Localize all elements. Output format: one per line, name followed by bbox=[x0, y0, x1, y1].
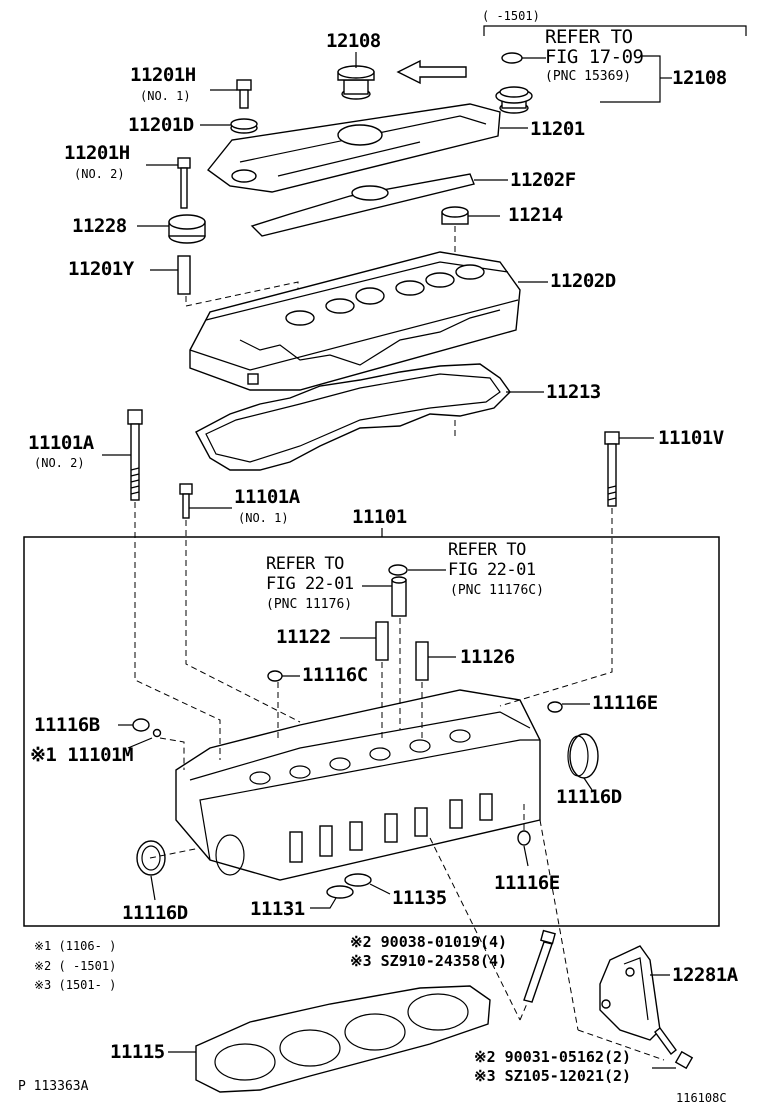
label-11213[interactable]: 11213 bbox=[546, 381, 601, 403]
label-sz910-24358[interactable]: ※3 SZ910-24358(4) bbox=[350, 952, 508, 970]
label-11101m[interactable]: ※1 11101M bbox=[30, 744, 133, 766]
label-11214[interactable]: 11214 bbox=[508, 204, 563, 226]
label-11201d[interactable]: 11201D bbox=[128, 114, 194, 136]
label-refer-to-3: REFER TO bbox=[448, 540, 526, 560]
note-1: ※1 (1106- ) bbox=[34, 939, 117, 953]
label-11201h-no1[interactable]: 11201H bbox=[130, 64, 196, 86]
oil-filler-cap-right bbox=[495, 86, 533, 114]
label-11201[interactable]: 11201 bbox=[530, 118, 585, 140]
seal-11176c bbox=[388, 564, 408, 576]
pin-11122 bbox=[375, 621, 389, 661]
label-fig-22-01-a[interactable]: FIG 22-01 bbox=[266, 574, 354, 594]
label-refer-to-2: REFER TO bbox=[266, 554, 344, 574]
plug-11116c bbox=[267, 670, 283, 682]
plug-11116e-bottom bbox=[517, 830, 531, 846]
nozzle-holder-11176 bbox=[391, 576, 407, 617]
label-11116e-top[interactable]: 11116E bbox=[592, 692, 658, 714]
bolt-11101a-no2 bbox=[127, 409, 143, 501]
label-11202d[interactable]: 11202D bbox=[550, 270, 616, 292]
label-no1-b: (NO. 1) bbox=[238, 511, 289, 525]
note-2: ※2 ( -1501) bbox=[34, 959, 117, 973]
label-12281a[interactable]: 12281A bbox=[672, 964, 738, 986]
label-pnc-15369: (PNC 15369) bbox=[545, 69, 632, 84]
cylinder-head bbox=[175, 689, 541, 881]
seals-11131-11135 bbox=[326, 873, 372, 899]
label-11135[interactable]: 11135 bbox=[392, 887, 447, 909]
label-11101v[interactable]: 11101V bbox=[658, 427, 724, 449]
cylinder-head-cover bbox=[206, 103, 501, 193]
direction-arrow bbox=[396, 59, 467, 85]
label-12108-right[interactable]: 12108 bbox=[672, 67, 727, 89]
label-refer-to-1: REFER TO bbox=[545, 26, 633, 48]
note-3: ※3 (1501- ) bbox=[34, 978, 117, 992]
sleeve-11201y bbox=[177, 255, 191, 295]
label-11116d-right[interactable]: 11116D bbox=[556, 786, 622, 808]
label-pnc-11176c: (PNC 11176C) bbox=[450, 583, 544, 598]
label-11122[interactable]: 11122 bbox=[276, 626, 331, 648]
label-no1-a: (NO. 1) bbox=[140, 89, 191, 103]
grommet-11228 bbox=[168, 214, 206, 244]
grommet-11214 bbox=[441, 206, 469, 225]
label-11115[interactable]: 11115 bbox=[110, 1041, 165, 1063]
label-11201h-no2[interactable]: 11201H bbox=[64, 142, 130, 164]
label-90031-05162[interactable]: ※2 90031-05162(2) bbox=[474, 1048, 632, 1066]
label-11101[interactable]: 11101 bbox=[352, 506, 407, 528]
plug-11101m bbox=[152, 728, 162, 738]
head-gasket-11115 bbox=[195, 985, 491, 1093]
label-11101a-no1[interactable]: 11101A bbox=[234, 486, 300, 508]
bolt-11101v bbox=[604, 431, 620, 507]
pin-11126 bbox=[415, 641, 429, 681]
label-no2-b: (NO. 2) bbox=[34, 456, 85, 470]
label-fig-22-01-b[interactable]: FIG 22-01 bbox=[448, 560, 536, 580]
cylinder-head-group-frame bbox=[23, 536, 720, 927]
bolt-90038 bbox=[523, 929, 556, 1003]
bolt-11201h-no2 bbox=[177, 157, 191, 209]
label-11202f[interactable]: 11202F bbox=[510, 169, 576, 191]
plug-11116e-top bbox=[547, 701, 563, 713]
valve-cover-housing bbox=[189, 251, 521, 391]
plug-11116d-right bbox=[567, 733, 599, 779]
label-fig-17-09[interactable]: FIG 17-09 bbox=[545, 46, 644, 68]
label-11116e-bottom[interactable]: 11116E bbox=[494, 872, 560, 894]
oil-filler-cap-gasket bbox=[501, 52, 523, 64]
cover-gasket-11202f bbox=[250, 173, 475, 237]
head-cover-gasket-11213 bbox=[195, 363, 511, 471]
label-90038-01019[interactable]: ※2 90038-01019(4) bbox=[350, 933, 508, 951]
label-11116d-left[interactable]: 11116D bbox=[122, 902, 188, 924]
label-12108-top[interactable]: 12108 bbox=[326, 30, 381, 52]
figure-code: P 113363A bbox=[18, 1079, 89, 1094]
document-code: 116108C bbox=[676, 1091, 727, 1105]
engine-hanger-12281a bbox=[599, 945, 661, 1041]
label-11131[interactable]: 11131 bbox=[250, 898, 305, 920]
label-11126[interactable]: 11126 bbox=[460, 646, 515, 668]
label-pnc-11176: (PNC 11176) bbox=[266, 597, 353, 612]
label-11116c[interactable]: 11116C bbox=[302, 664, 368, 686]
label-sz105-12021[interactable]: ※3 SZ105-12021(2) bbox=[474, 1067, 632, 1085]
label-no2-a: (NO. 2) bbox=[74, 167, 125, 181]
bolt-11201h-no1 bbox=[236, 79, 252, 109]
label-range-1501: ( -1501) bbox=[482, 9, 540, 23]
plug-11116b bbox=[132, 718, 150, 732]
label-11228[interactable]: 11228 bbox=[72, 215, 127, 237]
label-11116b[interactable]: 11116B bbox=[34, 714, 100, 736]
label-11101a-no2[interactable]: 11101A bbox=[28, 432, 94, 454]
oil-filler-cap-top bbox=[337, 65, 375, 100]
bolt-11101a-no1 bbox=[179, 483, 193, 519]
bolt-90031 bbox=[654, 1026, 694, 1070]
washer-11201d bbox=[230, 118, 258, 134]
label-11201y[interactable]: 11201Y bbox=[68, 258, 134, 280]
